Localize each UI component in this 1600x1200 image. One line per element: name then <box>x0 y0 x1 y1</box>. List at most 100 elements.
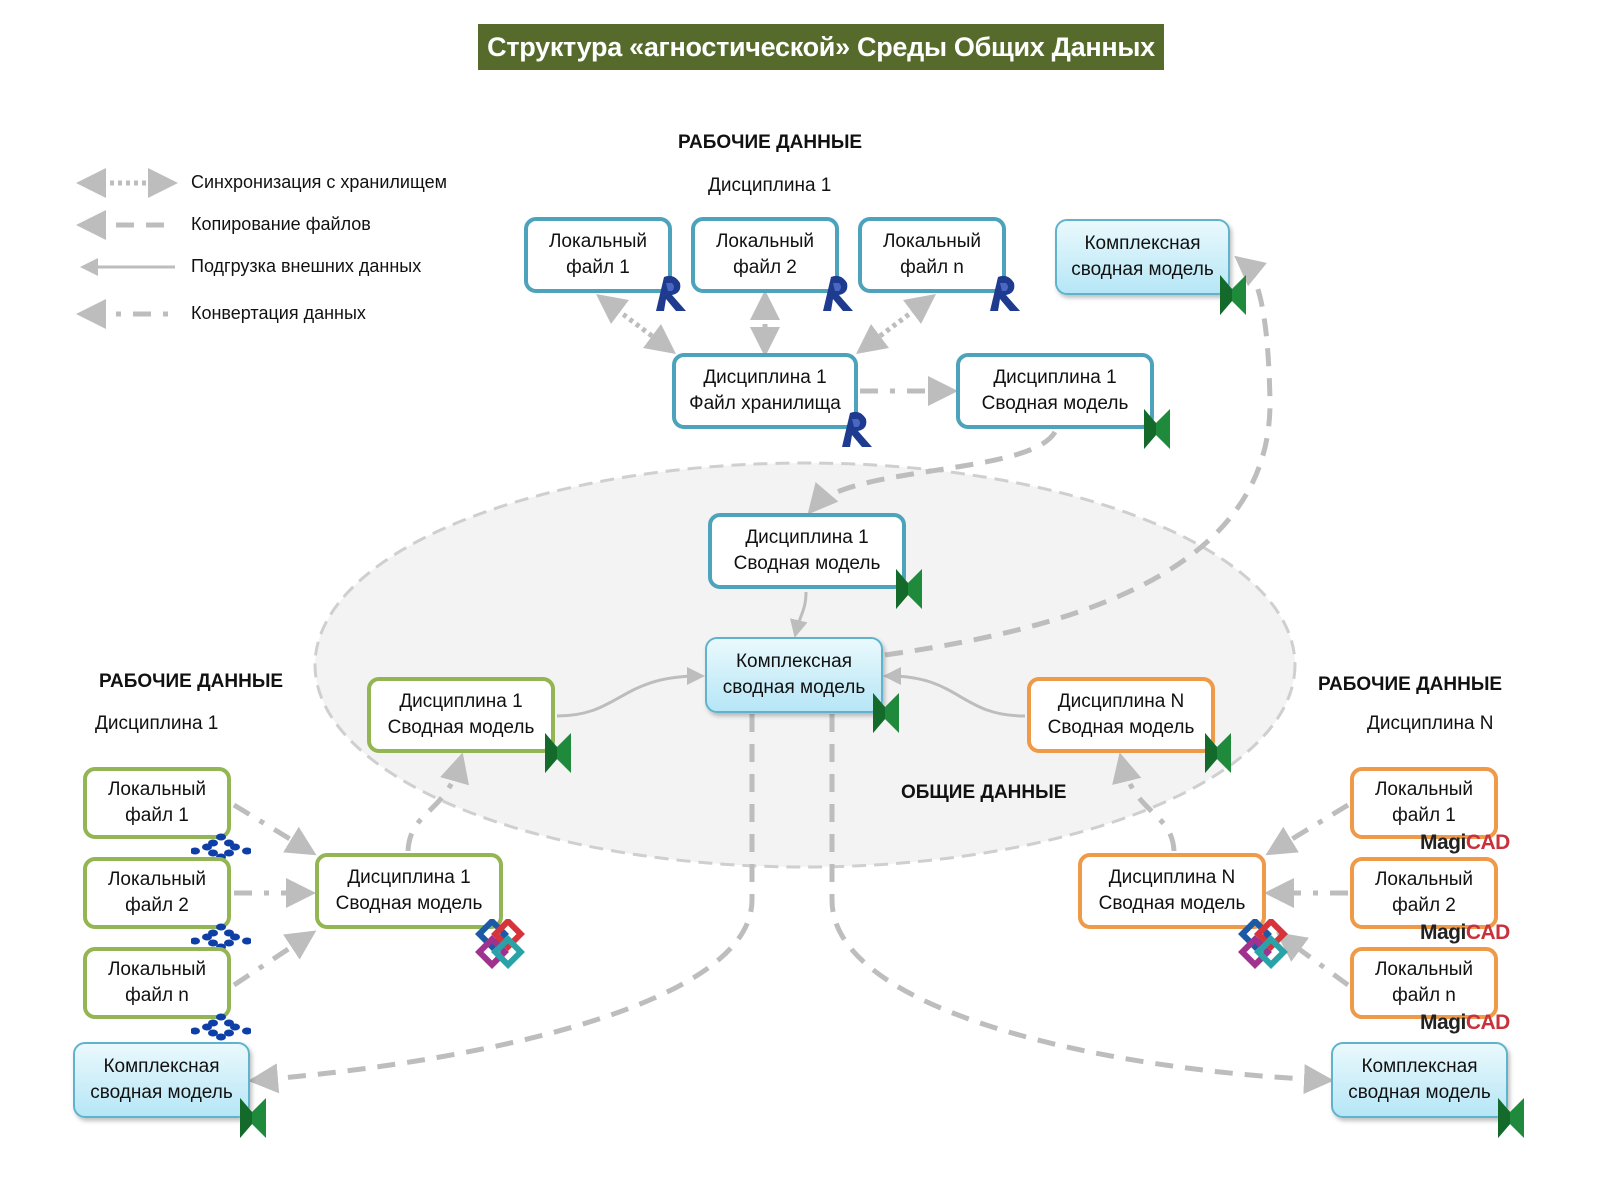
load-disc1-to-kompl <box>789 591 808 638</box>
node-line-1: Комплексная <box>1084 233 1201 254</box>
node-line-2: файл 2 <box>125 895 189 916</box>
node-c-kompl[interactable]: Комплексная сводная модель <box>705 637 883 713</box>
copy-center-to-left-kompl <box>248 714 755 1094</box>
node-line-2: Сводная модель <box>733 553 881 574</box>
node-line-2: файл 1 <box>125 805 189 826</box>
node-r-svod[interactable]: Дисциплина N Сводная модель <box>1078 853 1266 929</box>
node-line-2: Сводная модель <box>1098 893 1246 914</box>
node-l-lf1[interactable]: Локальный файл 1 <box>83 767 231 839</box>
right-section-header: РАБОЧИЕ ДАННЫЕ <box>1318 674 1503 695</box>
node-line-2: сводная модель <box>1348 1082 1491 1103</box>
node-line-2: Сводная модель <box>981 393 1129 414</box>
node-top-lfn[interactable]: Локальный файл n <box>858 217 1006 293</box>
copy-top-svod-to-center <box>807 430 1058 515</box>
node-line-1: Локальный <box>1374 869 1474 890</box>
node-line-2: файл 2 <box>1392 895 1456 916</box>
node-l-lf2[interactable]: Локальный файл 2 <box>83 857 231 929</box>
revit-icon <box>842 411 872 447</box>
magicad-icon: MagiCAD <box>1420 921 1510 944</box>
legend-load-label: Подгрузка внешних данных <box>191 256 422 276</box>
node-r-lf1[interactable]: Локальный файл 1 <box>1350 767 1498 839</box>
node-line-1: Локальный <box>107 779 207 800</box>
magicad-icon: MagiCAD <box>1420 831 1510 854</box>
navisworks-icon <box>545 733 571 773</box>
node-line-1: Локальный <box>548 231 648 252</box>
node-line-1: Дисциплина 1 <box>703 367 827 388</box>
node-line-1: Локальный <box>1374 959 1474 980</box>
node-l-lfn[interactable]: Локальный файл n <box>83 947 231 1019</box>
magicad-icon: MagiCAD <box>1420 1011 1510 1034</box>
node-line-1: Локальный <box>715 231 815 252</box>
node-top-lf1[interactable]: Локальный файл 1 <box>524 217 672 293</box>
copy-center-to-right-kompl <box>829 714 1334 1095</box>
copy-center-to-top-kompl <box>884 255 1273 658</box>
node-l-kompl[interactable]: Комплексная сводная модель <box>73 1042 250 1118</box>
navisworks-icon <box>1144 409 1170 449</box>
node-line-1: Локальный <box>107 869 207 890</box>
node-line-2: сводная модель <box>90 1082 233 1103</box>
left-section-header: РАБОЧИЕ ДАННЫЕ <box>99 671 284 692</box>
node-line-1: Локальный <box>1374 779 1474 800</box>
top-section-discipline: Дисциплина 1 <box>708 175 832 196</box>
node-line-1: Дисциплина 1 <box>347 867 471 888</box>
node-line-1: Дисциплина 1 <box>399 691 523 712</box>
node-c-disc1[interactable]: Дисциплина 1 Сводная модель <box>708 513 906 589</box>
convert-r-lf1 <box>1265 802 1350 856</box>
legend-convert-label: Конвертация данных <box>191 303 366 323</box>
node-line-2: файл n <box>900 257 964 278</box>
load-green-to-kompl <box>556 667 705 718</box>
node-line-2: Сводная модель <box>335 893 483 914</box>
node-top-kompl[interactable]: Комплексная сводная модель <box>1055 219 1230 295</box>
node-r-lfn[interactable]: Локальный файл n <box>1350 947 1498 1019</box>
convert-l-lfn <box>232 930 317 988</box>
sync-lf1-storage <box>596 294 676 354</box>
node-line-1: Комплексная <box>1361 1056 1478 1077</box>
node-line-1: Комплексная <box>103 1056 220 1077</box>
node-line-2: файл 2 <box>733 257 797 278</box>
convert-l-svod-up <box>405 752 469 852</box>
navisworks-icon <box>896 569 922 609</box>
node-line-2: файл 1 <box>1392 805 1456 826</box>
revit-icon <box>823 275 853 311</box>
navisworks-icon <box>1498 1098 1524 1138</box>
node-top-lf2[interactable]: Локальный файл 2 <box>691 217 839 293</box>
load-orange-to-kompl <box>883 667 1026 718</box>
convert-r-svod-up <box>1112 752 1177 852</box>
node-line-2: Сводная модель <box>387 717 535 738</box>
node-line-1: Комплексная <box>735 651 852 672</box>
node-c-green[interactable]: Дисциплина 1 Сводная модель <box>367 677 555 753</box>
revit-icon <box>990 275 1020 311</box>
convert-r-lfn <box>1275 932 1350 988</box>
ifc-icon <box>1238 919 1288 969</box>
node-line-2: файл n <box>1392 985 1456 1006</box>
node-line-1: Дисциплина N <box>1108 867 1236 888</box>
node-line-1: Дисциплина N <box>1057 691 1185 712</box>
node-top-storage[interactable]: Дисциплина 1 Файл хранилища <box>672 353 858 429</box>
node-line-2: Сводная модель <box>1047 717 1195 738</box>
navisworks-icon <box>1220 275 1246 315</box>
node-r-lf2[interactable]: Локальный файл 2 <box>1350 857 1498 929</box>
navisworks-icon <box>240 1098 266 1138</box>
node-line-1: Дисциплина 1 <box>745 527 869 548</box>
diagram-title: Структура «агностической» Среды Общих Да… <box>478 24 1164 70</box>
tekla-icon <box>191 1013 251 1041</box>
node-line-1: Локальный <box>107 959 207 980</box>
node-line-2: сводная модель <box>722 677 866 698</box>
navisworks-icon <box>1205 733 1231 773</box>
navisworks-icon <box>873 693 899 733</box>
top-section-header: РАБОЧИЕ ДАННЫЕ <box>678 132 863 153</box>
node-c-orange[interactable]: Дисциплина N Сводная модель <box>1027 677 1215 753</box>
node-line-2: сводная модель <box>1071 259 1214 280</box>
legend-sync-label: Синхронизация с хранилищем <box>191 172 447 192</box>
node-line-2: файл 1 <box>566 257 630 278</box>
right-section-discipline: Дисциплина N <box>1367 713 1494 734</box>
node-top-svod[interactable]: Дисциплина 1 Сводная модель <box>956 353 1154 429</box>
revit-icon <box>656 275 686 311</box>
ifc-icon <box>475 919 525 969</box>
legend-copy-label: Копирование файлов <box>191 214 371 234</box>
convert-l-lf1 <box>232 802 317 856</box>
node-l-svod[interactable]: Дисциплина 1 Сводная модель <box>315 853 503 929</box>
left-section-discipline: Дисциплина 1 <box>95 713 219 734</box>
node-r-kompl[interactable]: Комплексная сводная модель <box>1331 1042 1508 1118</box>
node-line-1: Локальный <box>882 231 982 252</box>
